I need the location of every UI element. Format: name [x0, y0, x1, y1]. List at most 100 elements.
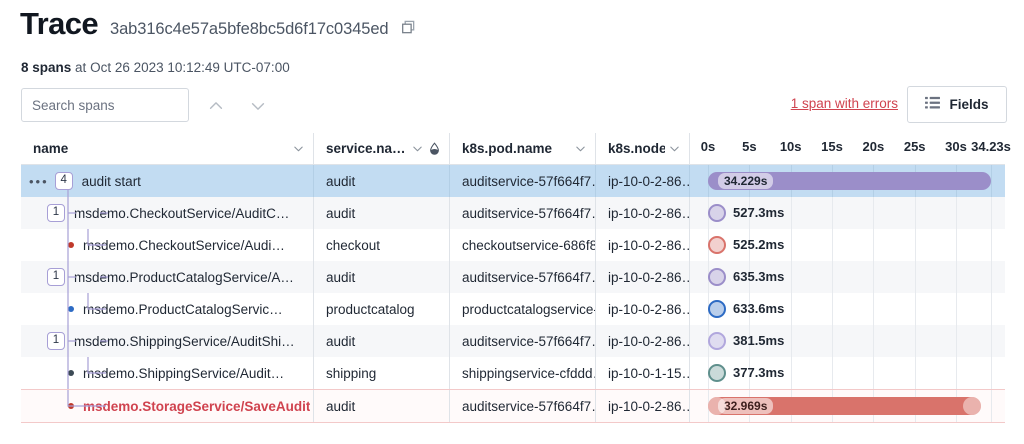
- search-input[interactable]: [21, 88, 189, 122]
- timeline-gridline: [832, 197, 833, 229]
- cell-duration-bar: 32.969s: [690, 390, 1005, 422]
- spans-with-errors-link[interactable]: 1 span with errors: [790, 96, 898, 111]
- timeline-gridline: [873, 197, 875, 229]
- timeline-tick: 15s: [821, 139, 843, 154]
- timeline-gridline: [991, 197, 992, 229]
- row-menu-icon[interactable]: •••: [29, 173, 49, 189]
- timeline-gridline: [790, 325, 792, 357]
- duration-bar[interactable]: [708, 332, 726, 350]
- cell-name[interactable]: msdemo.ProductCatalogServic…: [21, 293, 314, 325]
- cell-service-name: audit: [314, 325, 450, 357]
- cell-service-name: audit: [314, 197, 450, 229]
- timeline-gridline: [790, 261, 792, 293]
- timeline-gridline: [832, 293, 833, 325]
- cell-duration-bar: 381.5ms: [690, 325, 1005, 357]
- cell-duration-bar: 34.229s: [690, 165, 1005, 197]
- timeline-gridline: [914, 293, 916, 325]
- table-row[interactable]: msdemo.ProductCatalogServic…productcatal…: [21, 293, 1005, 325]
- cell-service-name: audit: [314, 165, 450, 197]
- cell-pod-name: shippingservice-cfddd…: [450, 357, 596, 389]
- leaf-node-dot-icon: [68, 306, 74, 312]
- duration-bar[interactable]: [708, 364, 726, 382]
- child-count-badge[interactable]: 4: [54, 172, 73, 190]
- span-name: msdemo.ProductCatalogService/A…: [74, 269, 294, 285]
- span-name: audit start: [81, 173, 141, 189]
- cell-name[interactable]: msdemo.StorageService/SaveAudit: [21, 390, 314, 422]
- cell-name[interactable]: msdemo.ShippingService/Audit…: [21, 357, 314, 389]
- chevron-down-icon[interactable]: [669, 143, 680, 154]
- timeline-gridline: [873, 325, 875, 357]
- child-count-badge[interactable]: 1: [47, 204, 65, 222]
- chevron-down-icon[interactable]: [412, 143, 423, 154]
- timeline-gridline: [749, 229, 751, 261]
- cell-pod-name: auditservice-57f664f7…: [450, 390, 596, 422]
- cell-name[interactable]: ••• 4 audit start: [21, 165, 314, 197]
- timeline-gridline: [991, 165, 992, 197]
- cell-name[interactable]: 1 msdemo.ProductCatalogService/A…: [21, 261, 314, 293]
- span-count: 8 spans: [21, 60, 72, 75]
- timeline-tick: 0s: [700, 139, 716, 154]
- fields-button-label: Fields: [949, 97, 989, 112]
- column-header-service-name-label: service.na…: [326, 141, 406, 156]
- span-name[interactable]: msdemo.StorageService/SaveAudit: [83, 398, 311, 414]
- timeline-gridline: [873, 261, 875, 293]
- duration-bar[interactable]: [708, 204, 726, 222]
- cell-node-name: ip-10-0-2-86…: [596, 261, 690, 293]
- column-header-service-name[interactable]: service.na…: [314, 133, 450, 164]
- timeline-tick: 10s: [779, 139, 802, 154]
- cell-duration-bar: 635.3ms: [690, 261, 1005, 293]
- duration-label: 635.3ms: [733, 269, 785, 284]
- fields-button[interactable]: Fields: [907, 86, 1007, 123]
- timeline-gridline: [956, 325, 958, 357]
- prev-match-button[interactable]: [196, 88, 236, 124]
- child-count-badge[interactable]: 1: [47, 332, 65, 350]
- column-header-pod-name[interactable]: k8s.pod.name: [450, 133, 596, 164]
- span-name: msdemo.ProductCatalogServic…: [83, 301, 283, 317]
- copy-icon[interactable]: [401, 20, 416, 35]
- duration-bar[interactable]: 34.229s: [708, 172, 991, 190]
- cell-name[interactable]: msdemo.CheckoutService/Audi…: [21, 229, 314, 261]
- timeline-gridline: [832, 357, 833, 389]
- duration-bar[interactable]: [708, 300, 726, 318]
- cell-pod-name: auditservice-57f664f7…: [450, 197, 596, 229]
- cell-node-name: ip-10-0-2-86…: [596, 325, 690, 357]
- timeline-gridline: [991, 390, 992, 422]
- duration-label: 525.2ms: [733, 237, 785, 252]
- duration-bar[interactable]: 32.969s: [708, 397, 981, 415]
- duration-bar[interactable]: [708, 236, 726, 254]
- chevron-down-icon[interactable]: [575, 143, 586, 154]
- timeline-gridline: [790, 293, 792, 325]
- column-header-name[interactable]: name: [21, 133, 314, 164]
- timeline-gridline: [956, 261, 958, 293]
- timeline-gridline: [749, 261, 751, 293]
- trace-id: 3ab316c4e57a5bfe8bc5d6f17c0345ed: [110, 20, 389, 38]
- timeline-gridline: [991, 229, 992, 261]
- timeline-gridline: [956, 229, 958, 261]
- duration-bar[interactable]: [708, 268, 726, 286]
- next-match-button[interactable]: [238, 88, 278, 124]
- child-count-badge[interactable]: 1: [47, 268, 65, 286]
- column-header-node-name[interactable]: k8s.node…: [596, 133, 690, 164]
- pin-column-icon[interactable]: [429, 142, 440, 155]
- chevron-down-icon[interactable]: [293, 143, 304, 154]
- timeline-gridline: [914, 261, 916, 293]
- cell-duration-bar: 633.6ms: [690, 293, 1005, 325]
- timeline-gridline: [832, 261, 833, 293]
- cell-node-name: ip-10-0-2-86…: [596, 197, 690, 229]
- cell-node-name: ip-10-0-2-86…: [596, 229, 690, 261]
- timeline-gridline: [914, 357, 916, 389]
- cell-service-name: audit: [314, 390, 450, 422]
